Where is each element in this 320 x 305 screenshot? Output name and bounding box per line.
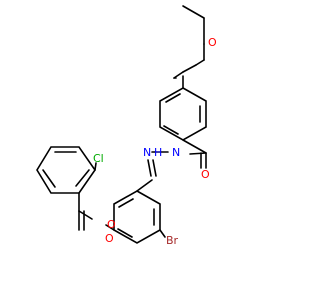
- molecule-structure-diagram: O O H N N Cl O O Br: [36, 5, 217, 247]
- atom-labels: O O H N N Cl O O Br: [93, 36, 217, 247]
- bond: [163, 125, 179, 135]
- ring-propoxyphenyl: [159, 87, 207, 141]
- chlorine-label: Cl: [93, 152, 104, 165]
- bond: [105, 224, 115, 231]
- nitrogen-amide-label: N: [172, 146, 180, 159]
- bond: [165, 93, 181, 103]
- ring-chlorophenyl: [36, 146, 96, 194]
- oxygen-amide-label: O: [201, 168, 210, 181]
- bond: [182, 139, 207, 154]
- bond: [159, 229, 166, 238]
- bond: [94, 162, 97, 171]
- oxygen-ether-label: O: [208, 36, 217, 49]
- bond: [152, 159, 157, 177]
- bond: [75, 169, 90, 187]
- bond: [42, 169, 56, 188]
- bond: [195, 59, 205, 66]
- nitrogen-hydrazone-label: N: [143, 146, 151, 159]
- bond: [173, 71, 184, 79]
- structure-svg: O O H N N Cl O O Br: [36, 5, 217, 247]
- oxygen-ester-carbonyl-label: O: [105, 232, 114, 245]
- bromine-label: Br: [166, 234, 179, 247]
- oxygen-ester-single-label: O: [107, 218, 116, 231]
- bond: [78, 210, 93, 220]
- bond: [136, 179, 153, 192]
- bond: [147, 159, 152, 177]
- bond: [118, 198, 134, 208]
- bond: [189, 152, 207, 155]
- bond: [182, 64, 197, 73]
- bond: [182, 5, 205, 19]
- bonds: [36, 5, 207, 244]
- hydrogen-nh-label: H: [154, 146, 162, 159]
- bond: [117, 228, 133, 238]
- ring-bromophenyl: [113, 190, 161, 244]
